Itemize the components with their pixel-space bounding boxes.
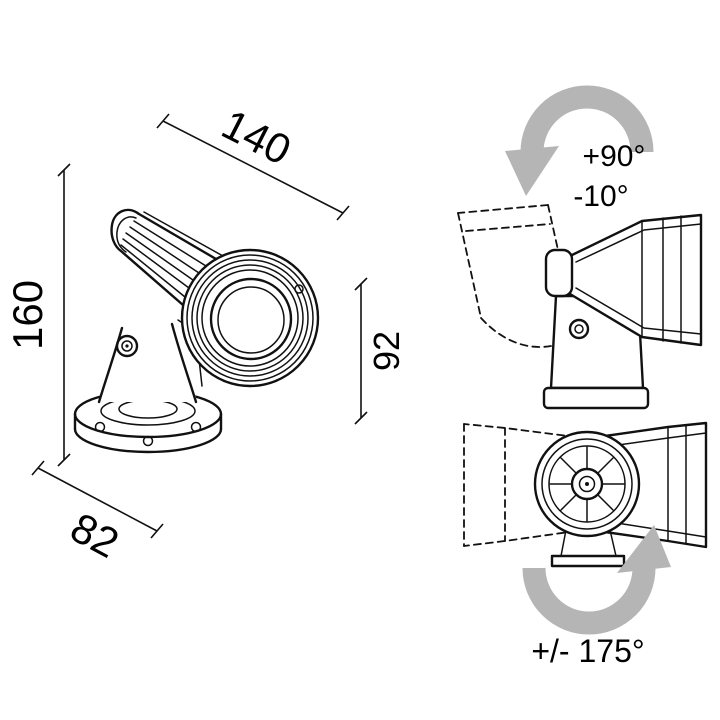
dimension-width-ticks	[156, 113, 350, 221]
base-screw-hole-right	[190, 421, 202, 433]
tilt-view: +90° -10°	[457, 85, 703, 410]
spotlight-drawing	[73, 208, 320, 454]
pan-head-front	[533, 430, 641, 538]
stem-outline	[97, 322, 198, 404]
pan-arrow-arc	[522, 567, 656, 635]
head-ring-2	[191, 259, 309, 377]
bracket-base-plate	[542, 386, 650, 410]
tilt-head-ring-lines	[641, 215, 682, 344]
base-inner-ring-2	[118, 399, 178, 419]
dimension-head-height: 92	[354, 277, 407, 425]
pivot-screw-inner	[574, 324, 584, 334]
main-view: 140 160 92 82	[4, 100, 407, 567]
tilt-ghost-position	[457, 204, 559, 348]
spotlight-housing	[110, 208, 224, 307]
pan-ghost-position	[463, 423, 577, 547]
pan-bracket-legs	[560, 529, 617, 557]
lens-rim	[209, 277, 293, 361]
ghost-bottom-curve	[480, 317, 552, 348]
dimension-base-label: 82	[63, 503, 126, 566]
head-ring-3	[196, 264, 304, 372]
pan-ring-1	[541, 438, 633, 530]
dimension-height: 160	[4, 163, 71, 467]
tilt-arrow-head	[505, 146, 559, 196]
tilt-rotation-arrow-icon	[505, 85, 654, 196]
pan-hub-inner	[578, 475, 596, 493]
tilt-arrow-arc	[520, 85, 654, 153]
ghost-front-edge	[457, 204, 549, 214]
housing-cap-inner	[116, 216, 137, 253]
ghost-right-edge	[547, 204, 559, 251]
housing-rib-fan	[120, 211, 224, 298]
dimension-width: 140	[156, 100, 350, 221]
head-ring-1	[186, 254, 314, 382]
pan-arrow-head	[617, 525, 671, 573]
tilt-head-inner-cone	[575, 223, 702, 335]
spotlight-head	[180, 248, 320, 388]
knob-inner	[121, 340, 133, 352]
pan-bracket	[550, 529, 626, 568]
pivot-screw-outer	[568, 318, 590, 340]
knob-center-dot	[125, 344, 129, 348]
ghost-inner-ring	[465, 223, 551, 232]
tilt-up-label: +90°	[583, 140, 646, 173]
dimension-width-line	[162, 120, 344, 214]
base-side-walls	[73, 412, 223, 431]
housing-silhouette	[110, 208, 218, 307]
pan-flare-inner-lines	[603, 432, 707, 538]
dimension-height-ticks	[57, 163, 71, 467]
pan-flare-ring-lines	[667, 424, 687, 545]
pan-rotation-arrow-icon	[522, 525, 671, 635]
dimension-base-ticks	[31, 460, 164, 539]
lens-inner	[217, 286, 285, 354]
dimension-height-label: 160	[4, 280, 51, 350]
dimension-base-width: 82	[31, 460, 164, 567]
base-bottom-rim	[73, 427, 223, 454]
tilt-down-label: -10°	[573, 180, 628, 213]
tilt-head	[544, 213, 703, 347]
dimension-width-label: 140	[215, 100, 299, 174]
base-screw-hole-left	[94, 421, 106, 433]
pan-hub-dot	[585, 482, 589, 486]
pan-ring-2	[548, 445, 626, 523]
rim-screw	[294, 284, 304, 294]
pan-label: +/- 175°	[531, 633, 644, 669]
head-ring-4	[201, 269, 299, 367]
pan-ghost-top-edge	[463, 423, 577, 438]
knob-outer	[115, 334, 139, 358]
dimension-head-ticks	[354, 277, 368, 425]
pan-bracket-plate	[550, 554, 626, 568]
pan-hub-outer	[570, 467, 604, 501]
dimension-head-label: 92	[366, 331, 407, 371]
tilt-head-back-cap	[544, 248, 574, 298]
adjustment-knob	[115, 334, 139, 358]
pan-ghost-bottom-edge	[463, 530, 577, 547]
dimension-base-line	[37, 467, 158, 532]
pan-spokes	[549, 446, 625, 522]
ghost-left-edge	[457, 212, 482, 319]
pan-view: +/- 175°	[463, 421, 708, 669]
base-screw-hole-front	[142, 435, 154, 447]
